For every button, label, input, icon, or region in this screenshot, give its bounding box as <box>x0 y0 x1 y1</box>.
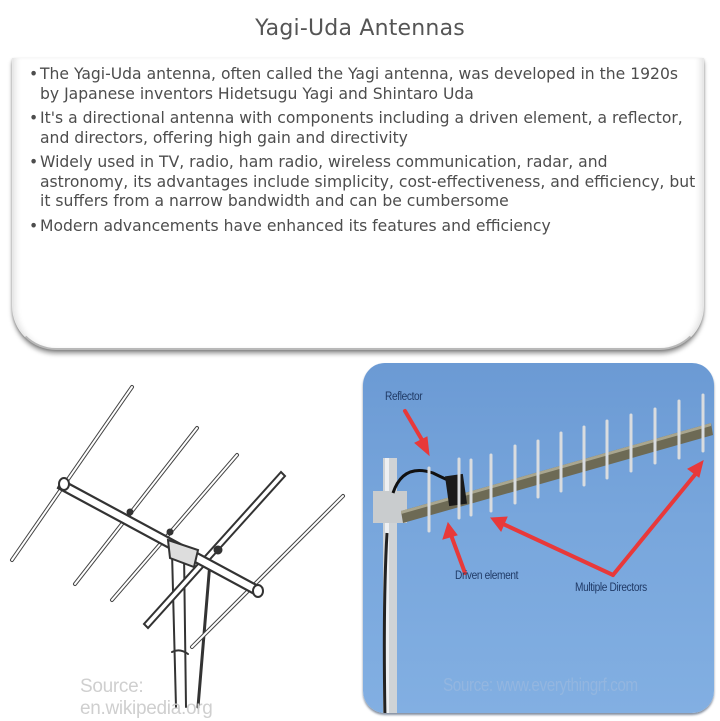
reflector-label: Reflector <box>385 391 423 403</box>
bullet-dot-icon: • <box>29 65 39 83</box>
bullet-item: •The Yagi-Uda antenna, often called the … <box>29 65 679 103</box>
yagi-photo-icon <box>373 393 713 713</box>
bullet-dot-icon: • <box>29 216 39 235</box>
antenna-line-drawing <box>0 362 355 717</box>
bullet-list: •The Yagi-Uda antenna, often called the … <box>26 65 696 241</box>
antenna-photo: Reflector Driven element Multiple Direct… <box>363 363 714 713</box>
page-title: Yagi-Uda Antennas <box>255 16 465 41</box>
image-source-caption: Source: www.everythingrf.com <box>443 675 638 695</box>
bullet-item: •Widely used in TV, radio, ham radio, wi… <box>29 153 696 210</box>
bullet-item: •It's a directional antenna with compone… <box>29 109 683 147</box>
bullet-dot-icon: • <box>29 153 39 171</box>
yagi-drawing-icon <box>10 385 345 709</box>
summary-card <box>12 58 704 350</box>
driven-element-label: Driven element <box>455 570 519 582</box>
bullet-dot-icon: • <box>29 109 39 127</box>
bullet-item: •Modern advancements have enhanced its f… <box>29 216 551 235</box>
multiple-directors-label: Multiple Directors <box>575 582 647 594</box>
image-source-caption: Source: en.wikipedia.org <box>80 676 213 719</box>
